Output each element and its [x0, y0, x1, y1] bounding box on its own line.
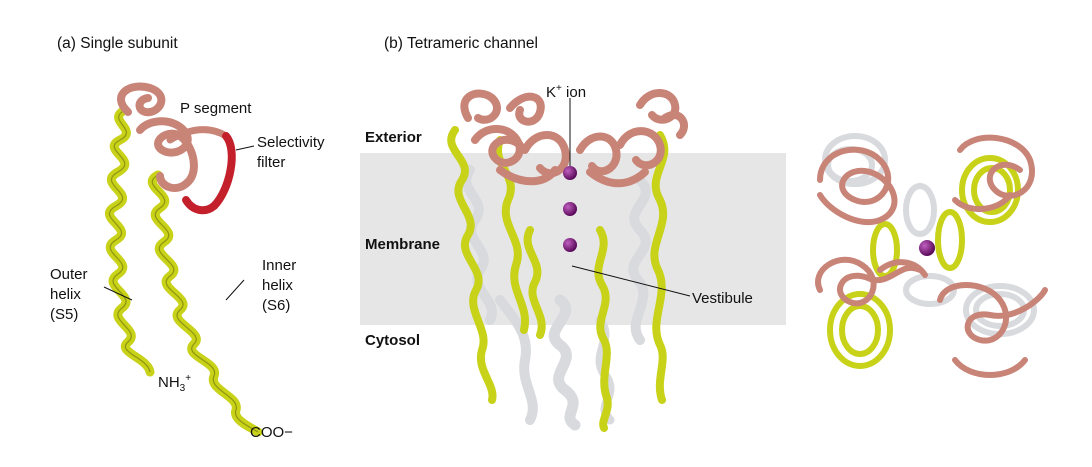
- exterior-label: Exterior: [365, 129, 422, 146]
- k-ion-2: [563, 202, 577, 216]
- p-segment-label: P segment: [180, 100, 252, 117]
- k-base: K: [546, 84, 557, 101]
- selectivity-filter: [182, 132, 236, 215]
- vestibule-label: Vestibule: [692, 290, 753, 307]
- selectivity-filter-label: Selectivity filter: [257, 134, 325, 171]
- membrane-label: Membrane: [365, 236, 441, 253]
- tetramer-side-view: [447, 89, 691, 432]
- inner-line-2: helix: [262, 277, 293, 294]
- panel-b-title: (b) Tetrameric channel: [384, 35, 538, 52]
- nh3-terminus-label: NH3+: [158, 370, 191, 397]
- inner-helix-label: Inner helix (S6): [262, 257, 296, 314]
- panel-a-title: (a) Single subunit: [57, 35, 178, 52]
- outer-line-2: helix: [50, 286, 81, 303]
- nh3-sup: +: [185, 373, 192, 384]
- k-rest: ion: [561, 84, 587, 101]
- k-ion-label: K+ ion: [546, 80, 586, 101]
- single-subunit-structure: [103, 82, 263, 437]
- nh3-sub: 3: [179, 383, 186, 394]
- selectivity-line-1: Selectivity: [257, 134, 325, 151]
- k-sup: +: [556, 83, 562, 94]
- inner-line-1: Inner: [262, 257, 297, 274]
- k-ion-3: [563, 238, 577, 252]
- selectivity-line-2: filter: [257, 154, 286, 171]
- outer-line-1: Outer: [50, 266, 88, 283]
- coo-terminus-label: COO−: [250, 424, 293, 441]
- nh3-base: NH: [158, 374, 180, 391]
- outer-line-3: (S5): [50, 306, 79, 323]
- cytosol-label: Cytosol: [365, 332, 421, 349]
- outer-helix-label: Outer helix (S5): [50, 266, 88, 323]
- inner-line-3: (S6): [262, 297, 291, 314]
- k-ion-1: [563, 166, 577, 180]
- k-ion-top: [919, 240, 935, 256]
- p-segment-loop: [117, 82, 198, 192]
- tetramer-top-view: [815, 133, 1048, 378]
